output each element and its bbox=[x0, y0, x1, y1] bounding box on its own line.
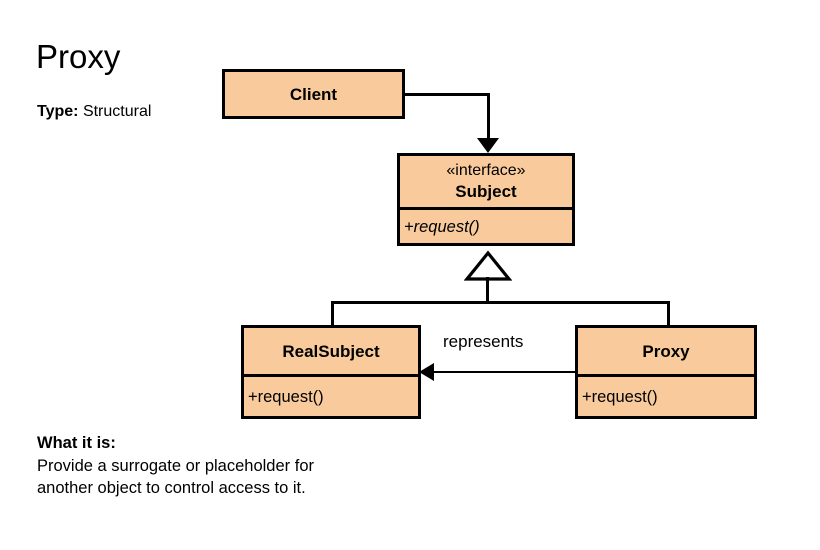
class-header-subject: «interface» Subject bbox=[400, 156, 572, 207]
class-header-proxy: Proxy bbox=[578, 328, 754, 374]
what-it-is-block: What it is: Provide a surrogate or place… bbox=[37, 432, 314, 500]
edge-label-represents: represents bbox=[443, 332, 524, 351]
class-name-client: Client bbox=[289, 84, 338, 104]
class-members-subject: +request() bbox=[400, 207, 572, 243]
page-title: Proxy bbox=[36, 38, 121, 75]
connector-proxy-realsubject bbox=[434, 371, 575, 373]
connector-generalization-stem bbox=[486, 277, 489, 304]
class-box-subject[interactable]: «interface» Subject +request() bbox=[397, 153, 575, 246]
class-box-client[interactable]: Client bbox=[222, 69, 405, 119]
pattern-type-label: Type: bbox=[37, 103, 79, 120]
class-members-proxy: +request() bbox=[578, 374, 754, 416]
class-members-realsubject: +request() bbox=[244, 374, 418, 416]
class-member-proxy-request: +request() bbox=[582, 387, 658, 406]
connector-client-subject-vertical bbox=[487, 93, 490, 141]
class-box-proxy[interactable]: Proxy +request() bbox=[575, 325, 757, 419]
what-it-is-line-2: another object to control access to it. bbox=[37, 479, 306, 497]
what-it-is-line-1: Provide a surrogate or placeholder for bbox=[37, 456, 314, 475]
class-name-proxy: Proxy bbox=[642, 341, 690, 361]
connector-generalization-drop-proxy bbox=[667, 301, 670, 326]
class-name-realsubject: RealSubject bbox=[282, 341, 380, 361]
class-header-realsubject: RealSubject bbox=[244, 328, 418, 374]
class-header-client: Client bbox=[225, 72, 402, 116]
class-member-realsubject-request: +request() bbox=[248, 387, 324, 406]
arrowhead-proxy-to-realsubject-icon bbox=[419, 363, 434, 381]
class-box-realsubject[interactable]: RealSubject +request() bbox=[241, 325, 421, 419]
what-it-is-heading: What it is: bbox=[37, 434, 116, 452]
class-stereotype-subject: «interface» bbox=[446, 162, 526, 179]
arrowhead-client-to-subject-icon bbox=[477, 138, 499, 153]
pattern-type-value: Structural bbox=[82, 103, 152, 120]
class-member-subject-request: +request() bbox=[404, 217, 480, 236]
class-name-subject: Subject bbox=[455, 182, 517, 201]
pattern-type: Type: Structural bbox=[37, 102, 151, 122]
connector-generalization-drop-realsubject bbox=[331, 301, 334, 326]
connector-client-subject-horizontal bbox=[403, 93, 490, 96]
connector-generalization-fork bbox=[331, 301, 670, 304]
